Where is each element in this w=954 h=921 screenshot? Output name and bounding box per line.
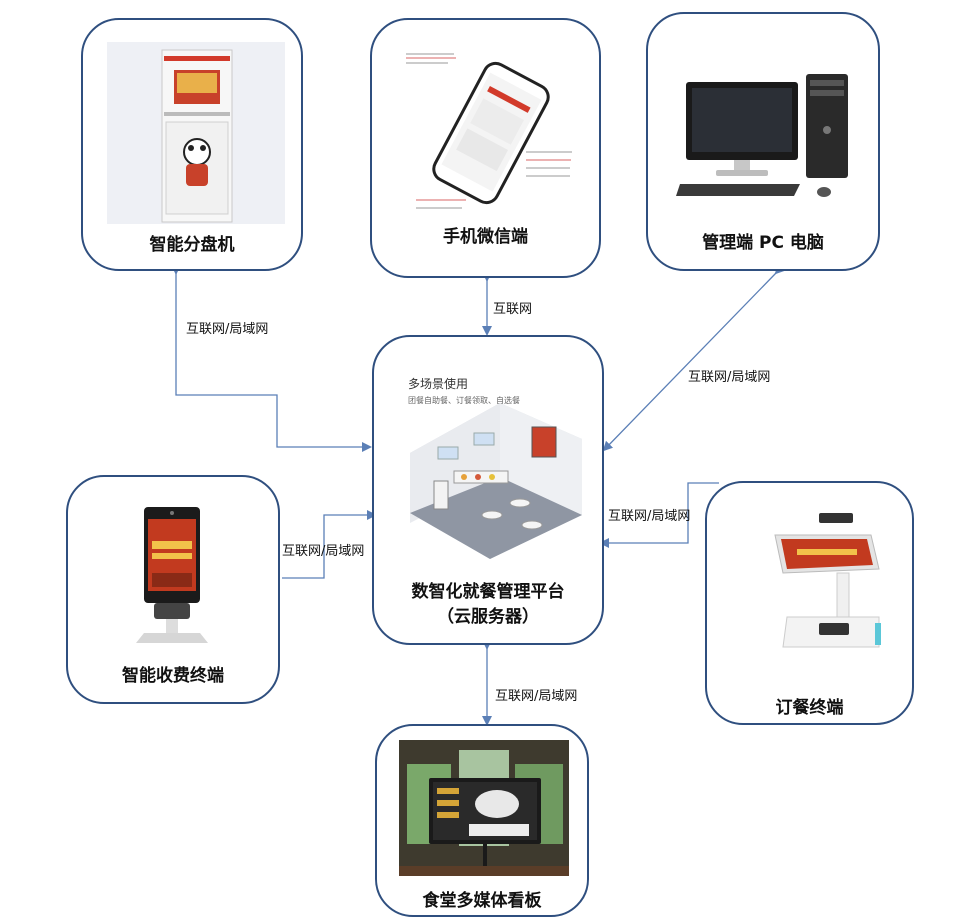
node-sorter: 智能分盘机 — [81, 18, 303, 271]
scene-title: 多场景使用 — [408, 377, 469, 391]
mobile-label: 手机微信端 — [443, 227, 528, 247]
edge-pos-center — [282, 510, 377, 579]
edge-label-board: 互联网/局域网 — [495, 689, 578, 704]
edge-pc-center — [602, 263, 786, 452]
node-mobile: 手机微信端 — [370, 18, 601, 278]
edge-label-mobile: 互联网 — [493, 302, 533, 317]
pc-label: 管理端 PC 电脑 — [702, 233, 824, 253]
sorter-label: 智能分盘机 — [149, 235, 235, 255]
payment-terminal-icon — [136, 507, 208, 643]
edge-label-pos: 互联网/局域网 — [282, 544, 365, 559]
edge-label-order: 互联网/局域网 — [608, 509, 691, 524]
platform-label-line2: （云服务器） — [437, 607, 539, 627]
desktop-computer-icon — [676, 74, 848, 197]
edge-sorter-center — [171, 265, 372, 452]
scene-subtitle: 团餐自助餐、订餐领取、自选餐 — [408, 396, 520, 405]
mobile-phone-icon — [406, 53, 572, 209]
node-board: 食堂多媒体看板 — [375, 724, 589, 917]
node-pos: 智能收费终端 — [66, 475, 280, 704]
edge-label-pc: 互联网/局域网 — [688, 370, 771, 385]
order-label: 订餐终端 — [775, 698, 844, 718]
node-pc: 管理端 PC 电脑 — [646, 12, 880, 271]
canteen-scene-icon — [410, 403, 582, 559]
sorter-machine-icon — [107, 42, 285, 224]
board-label: 食堂多媒体看板 — [422, 891, 542, 911]
pos-label: 智能收费终端 — [122, 666, 224, 686]
ordering-terminal-icon — [774, 513, 881, 648]
edge-order-center — [599, 482, 719, 548]
node-order: 订餐终端 — [705, 481, 914, 725]
node-platform: 多场景使用 团餐自助餐、订餐领取、自选餐 数智化就餐管理平台 （云服务器） — [372, 335, 604, 645]
edge-label-sorter: 互联网/局域网 — [186, 322, 269, 337]
media-board-icon — [399, 740, 569, 876]
platform-label-line1: 数智化就餐管理平台 — [411, 582, 565, 602]
